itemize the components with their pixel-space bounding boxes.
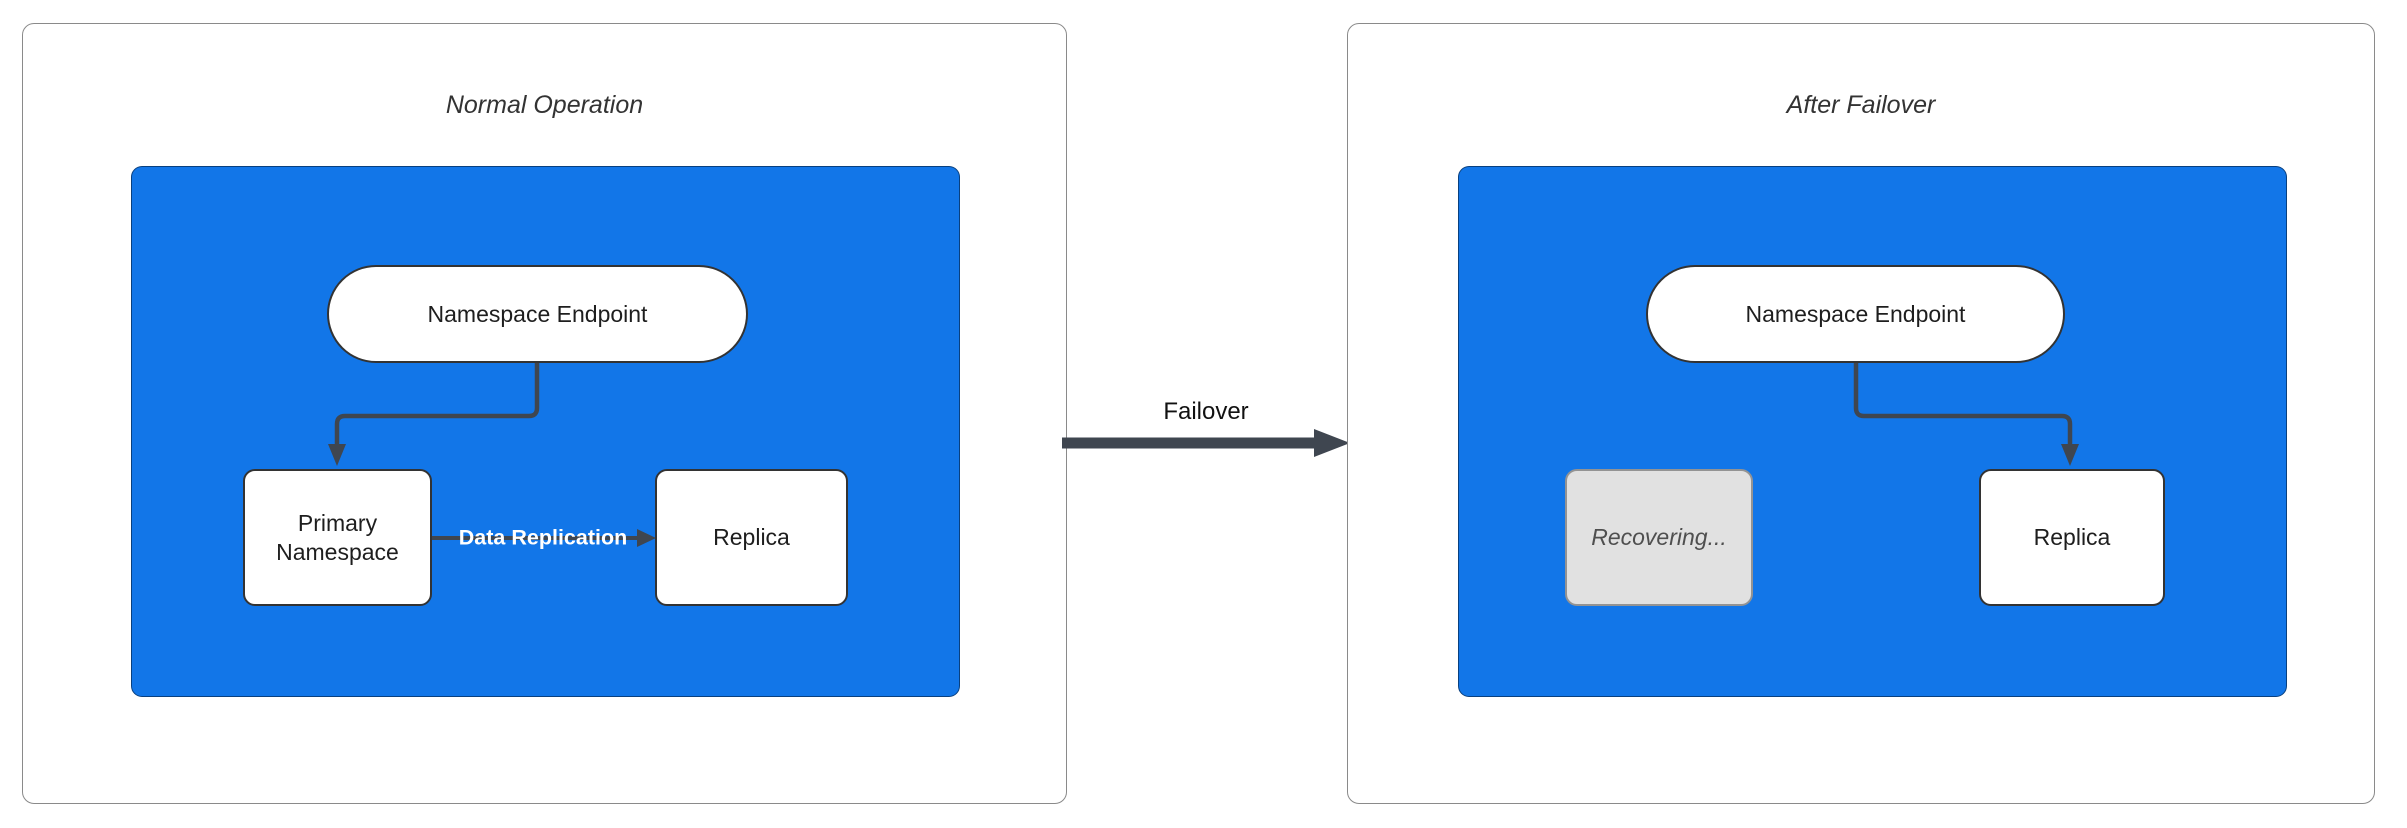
normal-operation-panel: Normal Operation Namespace Endpoint Prim…: [22, 23, 1067, 804]
namespace-endpoint-label: Namespace Endpoint: [427, 300, 648, 327]
recovering-node: Recovering...: [1565, 469, 1753, 606]
normal-operation-title: Normal Operation: [445, 91, 644, 119]
failover-edges-layer: [1853, 363, 2079, 466]
replica-label: Replica: [2033, 524, 2111, 551]
endpoint-to-replica-arrow: [1853, 363, 2079, 466]
replica-node: Replica: [655, 469, 848, 606]
recovering-label: Recovering...: [1591, 524, 1727, 551]
endpoint-to-primary-arrow: [328, 363, 540, 466]
primary-namespace-label: Primary Namespace: [276, 509, 399, 565]
namespace-endpoint-node: Namespace Endpoint: [327, 265, 748, 363]
primary-namespace-node: Primary Namespace: [243, 469, 432, 606]
namespace-endpoint-node: Namespace Endpoint: [1646, 265, 2065, 363]
after-failover-title: After Failover: [1786, 91, 1936, 119]
normal-edges-layer: [328, 363, 656, 547]
data-replication-label: Data Replication: [458, 525, 628, 550]
failover-arrow: [1062, 429, 1350, 457]
after-failover-panel: After Failover Namespace Endpoint Recove…: [1347, 23, 2375, 804]
replica-label: Replica: [713, 524, 790, 551]
normal-namespace-container: Namespace Endpoint Primary Namespace Rep…: [131, 166, 960, 697]
failover-namespace-container: Namespace Endpoint Recovering... Replica: [1458, 166, 2287, 697]
failover-label: Failover: [1163, 398, 1249, 425]
namespace-endpoint-label: Namespace Endpoint: [1745, 300, 1966, 327]
replica-node: Replica: [1979, 469, 2165, 606]
